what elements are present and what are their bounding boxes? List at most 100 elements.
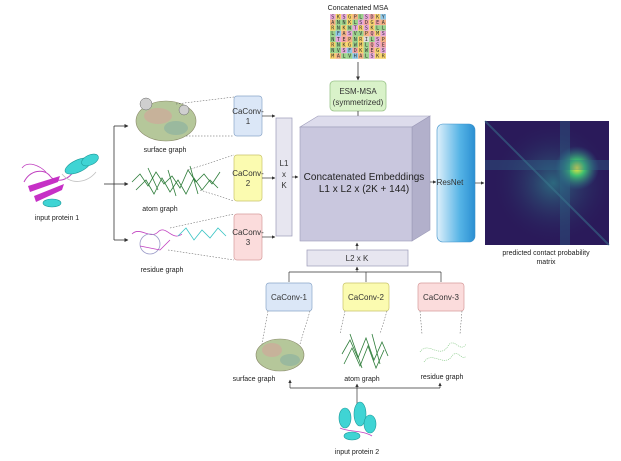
msa-residue: P	[365, 31, 368, 37]
msa-cell	[380, 19, 386, 26]
branch-arrows-left	[104, 124, 129, 242]
msa-residue: K	[342, 26, 345, 32]
msa-cell	[330, 19, 336, 26]
msa-cell	[363, 36, 370, 42]
atom-graph-left-label: atom graph	[142, 206, 178, 213]
msa-residue: N	[331, 48, 334, 54]
msa-cell	[374, 19, 381, 26]
msa-cell	[358, 25, 364, 31]
msa-residue: L	[354, 20, 357, 26]
msa-cell	[369, 36, 375, 42]
msa-residue: Q	[370, 31, 373, 37]
msa-cell	[374, 47, 381, 54]
msa-cell	[352, 14, 358, 20]
msa-residue: R	[359, 26, 363, 32]
svg-text:CaConv-2: CaConv-2	[348, 293, 385, 302]
msa-residue: E	[382, 42, 385, 48]
msa-cell	[374, 30, 381, 37]
msa-cell	[352, 42, 358, 48]
msa-cell	[346, 30, 353, 37]
contact-map-label: predicted contact probability	[502, 250, 590, 257]
msa-cell	[369, 42, 375, 48]
msa-residue: L	[331, 31, 334, 37]
msa-residue: A	[337, 54, 340, 60]
msa-cell	[330, 36, 336, 42]
msa-cell	[330, 14, 336, 20]
msa-cell	[380, 42, 386, 48]
svg-text:x: x	[282, 170, 286, 179]
msa-cell	[341, 19, 347, 26]
msa-residue: M	[359, 42, 362, 48]
msa-residue: Y	[382, 14, 385, 20]
protein-1-structure	[21, 153, 99, 208]
bus-bottom-caconv	[288, 266, 442, 282]
msa-cell	[352, 30, 358, 37]
msa-residue: F	[337, 31, 340, 37]
msa-cell	[341, 53, 347, 59]
msa-cell	[352, 53, 358, 59]
msa-cell	[335, 25, 342, 31]
esm-msa-label: ESM-MSA	[339, 87, 377, 96]
atom-graph-bottom	[341, 333, 389, 370]
msa-cell	[369, 47, 375, 54]
msa-residue: R	[331, 42, 335, 48]
msa-residue: P	[354, 14, 357, 20]
esm-msa-sublabel: (symmetrized)	[333, 98, 384, 107]
msa-cell	[374, 25, 381, 31]
msa-residue: L	[365, 42, 368, 48]
msa-residue: G	[348, 42, 351, 48]
protein-2-structure	[338, 401, 377, 441]
msa-cell	[346, 47, 353, 54]
msa-residue: S	[382, 48, 385, 54]
surface-graph-left-label: surface graph	[144, 147, 187, 154]
msa-cell	[330, 53, 336, 59]
msa-cell	[363, 30, 370, 37]
msa-residue: E	[370, 48, 373, 54]
msa-residue: K	[376, 14, 379, 20]
msa-residue: S	[365, 26, 368, 32]
msa-cell	[352, 25, 358, 31]
msa-cell	[352, 47, 358, 54]
l1-k-block: L1 x K	[275, 117, 293, 237]
svg-text:CaConv-1: CaConv-1	[271, 293, 308, 302]
msa-cell	[335, 19, 342, 26]
msa-residue: L	[376, 26, 379, 32]
msa-cell	[341, 14, 347, 20]
msa-residue: M	[376, 31, 379, 37]
msa-residue: I	[365, 37, 368, 43]
msa-residue: L	[370, 37, 373, 43]
msa-cell	[341, 42, 347, 48]
zoom-lines-left	[167, 96, 235, 261]
msa-residue: S	[365, 14, 368, 20]
msa-cell	[380, 47, 386, 54]
atom-graph-bottom-label: atom graph	[344, 376, 380, 383]
msa-residue: K	[376, 54, 379, 60]
msa-residue: V	[348, 54, 351, 60]
arrows-caconv-to-l1k	[262, 114, 276, 239]
msa-residue: M	[331, 54, 334, 60]
msa-residue: Q	[370, 42, 373, 48]
msa-residue: V	[337, 48, 340, 54]
msa-residue: L	[382, 26, 385, 32]
msa-cell	[374, 42, 381, 48]
msa-cell	[369, 30, 375, 37]
msa-residue: S	[376, 42, 379, 48]
msa-cell	[358, 36, 364, 42]
embedding-cube: Concatenated Embeddings L1 x L2 x (2K + …	[298, 115, 432, 242]
embedding-title: Concatenated Embeddings	[304, 172, 425, 183]
msa-residue: T	[337, 37, 340, 43]
msa-cell	[335, 42, 342, 48]
svg-text:L2 x K: L2 x K	[346, 254, 369, 263]
msa-cell	[380, 30, 386, 37]
msa-residue: W	[348, 26, 352, 32]
msa-residue: L	[359, 14, 362, 20]
msa-cell	[352, 36, 358, 42]
msa-cell	[346, 19, 353, 26]
msa-residue: K	[348, 20, 351, 26]
msa-cell	[330, 30, 336, 37]
msa-residue: L	[342, 54, 345, 60]
msa-residue: G	[370, 20, 373, 26]
svg-text:CaConv-3: CaConv-3	[423, 293, 460, 302]
msa-residue: S	[342, 14, 345, 20]
